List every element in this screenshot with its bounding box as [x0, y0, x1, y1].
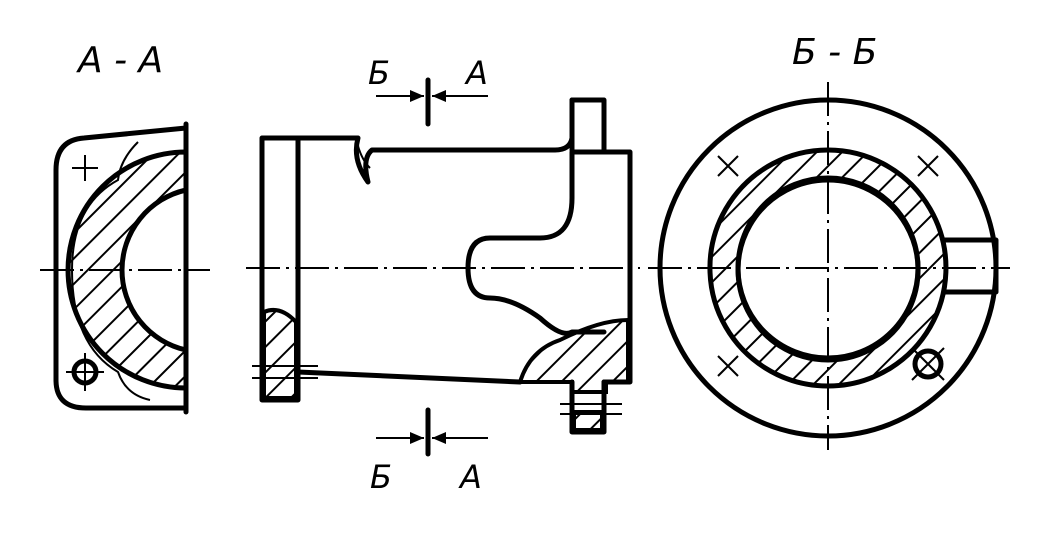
arrow-head-bottom-left	[410, 432, 424, 444]
section-a-a-label: А - А	[76, 40, 163, 81]
section-a-a-view: А - А	[40, 40, 210, 415]
cut-label-top-left: Б	[368, 54, 390, 92]
section-b-b-view: Б - Б	[648, 32, 1010, 450]
bolt-hole-b-d2	[911, 347, 945, 381]
top-bump	[357, 145, 371, 169]
side-rib	[941, 237, 999, 295]
arrow-head-top-left	[410, 90, 424, 102]
bolt-hole-b	[912, 348, 944, 380]
left-flange-hatch	[262, 308, 298, 400]
bolt-x2-b	[917, 155, 939, 177]
main-view: Б А Б А	[246, 54, 640, 496]
section-b-b-label: Б - Б	[792, 32, 877, 73]
bottom-hatch	[517, 317, 630, 394]
rib-outline	[465, 149, 607, 336]
bolt-x1-b	[717, 155, 739, 177]
lower-boss-hatch	[572, 410, 604, 432]
cut-label-bottom-left: Б	[370, 458, 392, 496]
hatched-ring-a	[65, 149, 189, 391]
body-bottom	[295, 369, 523, 385]
arrow-head-top-right	[432, 90, 446, 102]
cut-label-bottom-right: А	[458, 458, 482, 496]
cut-label-top-right: А	[464, 54, 488, 92]
arrow-head-bottom-right	[432, 432, 446, 444]
flange-outline-a	[53, 125, 189, 411]
bolt-x3-b	[717, 355, 739, 377]
